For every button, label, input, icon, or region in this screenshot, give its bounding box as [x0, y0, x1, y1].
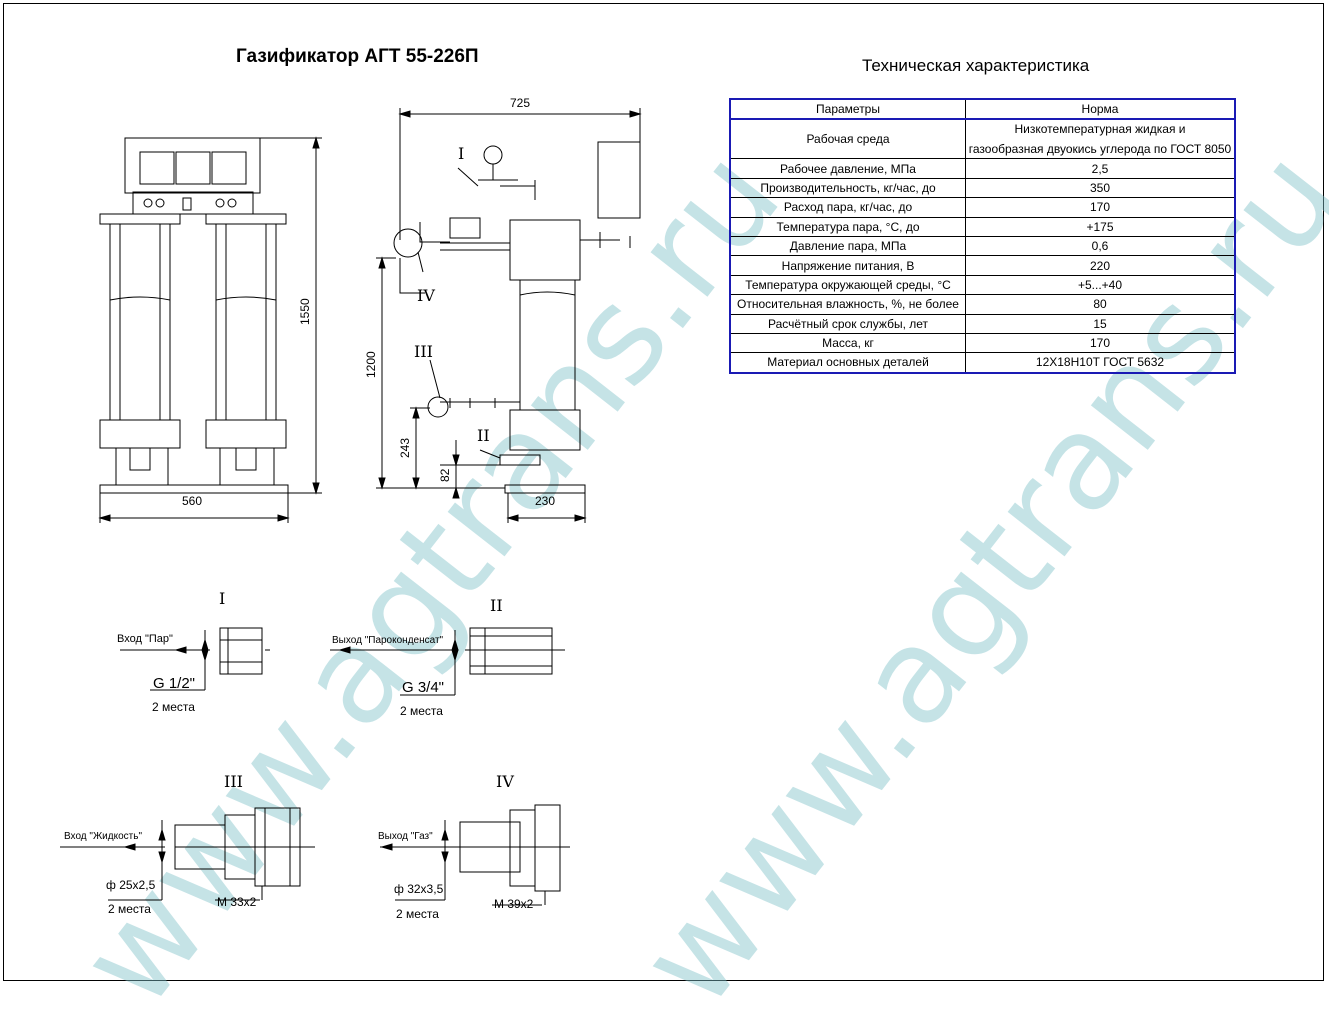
spec-value: 220 — [965, 255, 1236, 276]
table-row: Температура окружающей среды, °С+5...+40 — [729, 274, 1236, 296]
detail-2-thread: G 3/4" — [402, 679, 445, 696]
detail-4-qty: 2 места — [396, 907, 439, 921]
spec-param: Напряжение питания, В — [729, 255, 966, 276]
spec-value-line: газообразная двуокись углерода по ГОСТ 8… — [968, 142, 1232, 157]
spec-value: 80 — [965, 294, 1236, 315]
detail-3 — [60, 807, 315, 901]
spec-value: 170 — [965, 332, 1236, 354]
spec-param: Производительность, кг/час, до — [729, 177, 966, 199]
spec-value: 170 — [965, 197, 1236, 218]
spec-param: Масса, кг — [729, 332, 966, 354]
detail-4-numeral: IV — [496, 772, 514, 791]
drawing-title: Газификатор АГТ 55-226П — [236, 46, 479, 67]
dim-height-243: 243 — [398, 437, 412, 458]
spec-param: Рабочая среда — [729, 118, 966, 160]
detail-3-flow: Вход "Жидкость" — [64, 831, 142, 842]
spec-value: +175 — [965, 216, 1236, 237]
dim-height-1200: 1200 — [364, 351, 378, 378]
dim-height-total: 1550 — [298, 298, 312, 325]
spec-param: Давление пара, МПа — [729, 235, 966, 257]
drawing-frame — [3, 3, 1324, 981]
detail-4-pipe: ф 32х3,5 — [394, 882, 444, 896]
spec-header-param: Параметры — [729, 98, 966, 121]
spec-value: 2,5 — [965, 158, 1236, 179]
detail-2-numeral: II — [490, 596, 503, 615]
spec-value: 350 — [965, 177, 1236, 199]
technical-drawing — [60, 108, 642, 906]
detail-4 — [380, 804, 570, 906]
dim-width-side: 725 — [510, 96, 531, 110]
spec-param: Расход пара, кг/час, до — [729, 197, 966, 218]
front-view — [98, 136, 322, 523]
dim-height-82: 82 — [438, 468, 452, 482]
detail-1-numeral: I — [219, 589, 226, 608]
spec-param: Материал основных деталей — [729, 352, 966, 374]
detail-1 — [120, 627, 270, 691]
callout-iii: III — [414, 342, 433, 361]
callout-ii: II — [477, 426, 490, 445]
spec-param: Рабочее давление, МПа — [729, 158, 966, 179]
dim-width-front: 560 — [182, 494, 203, 508]
detail-2 — [330, 627, 565, 696]
callout-iv: IV — [417, 286, 435, 305]
table-row: Рабочая среда Низкотемпературная жидкая … — [729, 118, 1236, 160]
spec-value: Низкотемпературная жидкая и газообразная… — [965, 118, 1236, 160]
detail-3-pipe: ф 25х2,5 — [106, 878, 156, 892]
detail-3-qty: 2 места — [108, 902, 151, 916]
spec-table: Параметры Норма Рабочая среда Низкотемпе… — [729, 98, 1236, 374]
spec-title: Техническая характеристика — [862, 56, 1090, 75]
dim-width-230: 230 — [535, 494, 556, 508]
detail-2-qty: 2 места — [400, 704, 443, 718]
spec-value: 12Х18Н10Т ГОСТ 5632 — [965, 352, 1236, 374]
detail-1-qty: 2 места — [152, 700, 195, 714]
spec-param: Температура окружающей среды, °С — [729, 274, 966, 296]
spec-value: 15 — [965, 313, 1236, 334]
spec-value: +5...+40 — [965, 274, 1236, 296]
callout-i: I — [458, 144, 465, 163]
spec-header-row: Параметры Норма — [729, 98, 1236, 121]
table-row: Температура пара, °С, до+175 — [729, 216, 1236, 237]
spec-value-line: Низкотемпературная жидкая и — [1014, 122, 1186, 137]
detail-4-flow: Выход "Газ" — [378, 831, 433, 842]
detail-4-thread: M 39х2 — [494, 897, 534, 911]
spec-header-value: Норма — [965, 98, 1236, 121]
detail-1-thread: G 1/2" — [153, 675, 196, 692]
detail-3-thread: M 33х2 — [217, 895, 257, 909]
spec-param: Относительная влажность, %, не более — [729, 294, 966, 315]
spec-param: Температура пара, °С, до — [729, 216, 966, 237]
detail-3-numeral: III — [224, 772, 243, 791]
side-view — [376, 108, 642, 523]
detail-2-flow: Выход "Пароконденсат" — [332, 635, 444, 646]
detail-1-flow: Вход "Пар" — [117, 633, 173, 645]
spec-value: 0,6 — [965, 235, 1236, 257]
spec-param: Расчётный срок службы, лет — [729, 313, 966, 334]
